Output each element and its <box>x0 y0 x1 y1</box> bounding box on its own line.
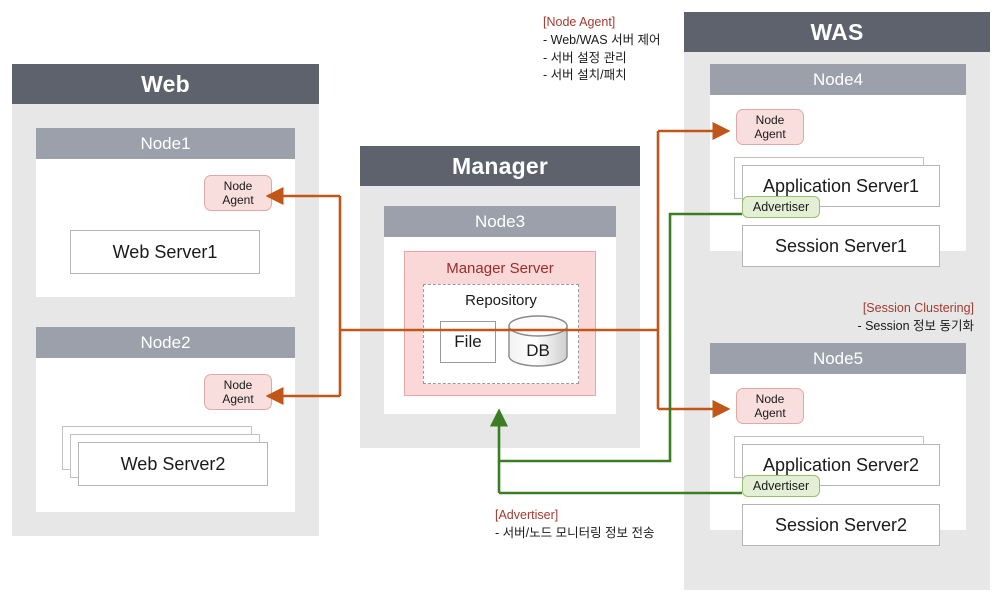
note-session-clustering-heading: [Session Clustering] <box>862 301 974 315</box>
node-agent-node1-line2: Agent <box>222 193 254 207</box>
control-flow-east <box>596 121 731 419</box>
node-node5-body: Node Agent Application Server2 Advertise… <box>710 374 966 546</box>
note-node-agent-line-1: - 서버 설정 관리 <box>543 50 627 65</box>
node-agent-node5[interactable]: Node Agent <box>736 388 804 424</box>
server-session2[interactable]: Session Server2 <box>742 504 940 546</box>
note-node-agent: [Node Agent] - Web/WAS 서버 제어 - 서버 설정 관리 … <box>543 14 661 85</box>
node-node1-body: Node Agent Web Server1 <box>36 159 295 297</box>
note-node-agent-line-2: - 서버 설치/패치 <box>543 68 627 83</box>
node-agent-node5-line1: Node <box>755 391 785 406</box>
node-node4-title: Node4 <box>710 64 966 95</box>
note-advertiser-heading: [Advertiser] <box>495 508 559 522</box>
server-web1[interactable]: Web Server1 <box>70 230 260 274</box>
node-agent-node5-line2: Agent <box>754 406 786 420</box>
server-web2[interactable]: Web Server2 <box>78 442 268 486</box>
zone-manager: Manager Node3 Manager Server Repository … <box>360 146 640 448</box>
zone-web: Web Node1 Node Agent Web Server1 Node2 N… <box>12 64 319 536</box>
node-agent-node4-line1: Node <box>755 112 785 127</box>
node-node1-title: Node1 <box>36 128 295 159</box>
repository-file[interactable]: File <box>440 321 496 363</box>
advertiser-node5[interactable]: Advertiser <box>742 475 820 497</box>
node-node5-title: Node5 <box>710 343 966 374</box>
node-agent-node1[interactable]: Node Agent <box>204 175 272 211</box>
note-session-clustering: [Session Clustering] - Session 정보 동기화 <box>770 300 974 336</box>
control-flow-west <box>265 186 596 406</box>
monitor-flow-node4 <box>499 212 742 463</box>
node-node1: Node1 Node Agent Web Server1 <box>36 128 295 297</box>
zone-web-title: Web <box>12 64 319 104</box>
node-agent-node1-line1: Node <box>223 178 253 193</box>
node-agent-node2-line1: Node <box>223 377 253 392</box>
node-node3-body: Manager Server Repository File <box>384 237 616 414</box>
repository-title: Repository <box>465 292 537 309</box>
manager-server-title: Manager Server <box>446 260 554 277</box>
node-node4-body: Node Agent Application Server1 Advertise… <box>710 95 966 267</box>
note-session-clustering-line-0: - Session 정보 동기화 <box>857 318 974 333</box>
manager-server[interactable]: Manager Server Repository File <box>404 251 596 396</box>
node-node2-title: Node2 <box>36 327 295 358</box>
node-agent-node2-line2: Agent <box>222 392 254 406</box>
node-node3: Node3 Manager Server Repository File <box>384 206 616 414</box>
note-node-agent-line-0: - Web/WAS 서버 제어 <box>543 32 661 47</box>
node-node2: Node2 Node Agent Web Server2 <box>36 327 295 512</box>
note-advertiser-line-0: - 서버/노드 모니터링 정보 전송 <box>495 525 655 540</box>
note-advertiser: [Advertiser] - 서버/노드 모니터링 정보 전송 <box>495 507 655 543</box>
node-agent-node4-line2: Agent <box>754 127 786 141</box>
note-node-agent-heading: [Node Agent] <box>543 15 616 29</box>
repository: Repository File <box>423 284 579 384</box>
zone-was-title: WAS <box>684 12 990 52</box>
server-session1[interactable]: Session Server1 <box>742 225 940 267</box>
zone-manager-title: Manager <box>360 146 640 186</box>
node-node3-title: Node3 <box>384 206 616 237</box>
advertiser-node4[interactable]: Advertiser <box>742 196 820 218</box>
node-node2-body: Node Agent Web Server2 <box>36 358 295 512</box>
node-node4: Node4 Node Agent Application Server1 Adv… <box>710 64 966 267</box>
node-node5: Node5 Node Agent Application Server2 Adv… <box>710 343 966 546</box>
node-agent-node4[interactable]: Node Agent <box>736 109 804 145</box>
node-agent-node2[interactable]: Node Agent <box>204 374 272 410</box>
